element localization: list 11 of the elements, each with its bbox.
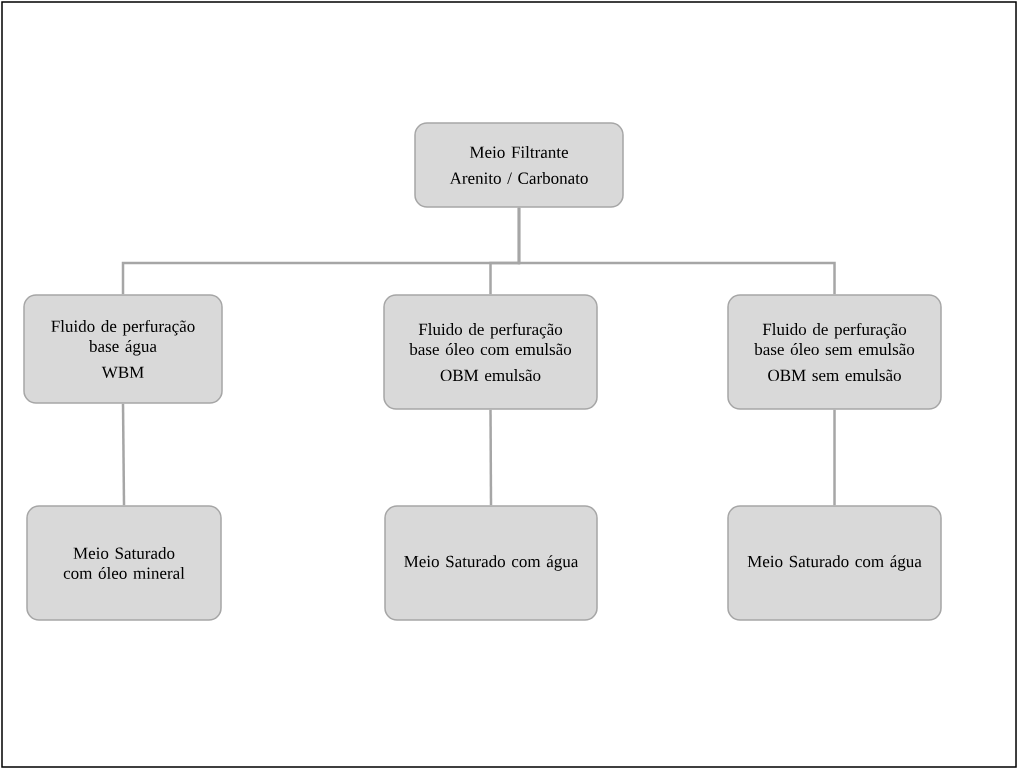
box: Meio Saturado com água [727,505,942,621]
connector-line [121,403,126,506]
box: Fluido de perfuração base óleo com emulsão OBM emulsão [383,294,598,410]
box: Fluido de perfuração base água WBM [23,294,223,404]
box: Fluido de perfuração base óleo sem emulsão OBM sem emulsão [727,294,942,410]
connector-line [489,409,493,506]
connector-line [833,409,836,506]
connector-line [517,207,836,295]
box: Meio Filtrante Arenito / Carbonato [414,122,624,208]
box: Meio Saturado com água [384,505,598,621]
box: Meio Saturado com óleo mineral [26,505,222,621]
